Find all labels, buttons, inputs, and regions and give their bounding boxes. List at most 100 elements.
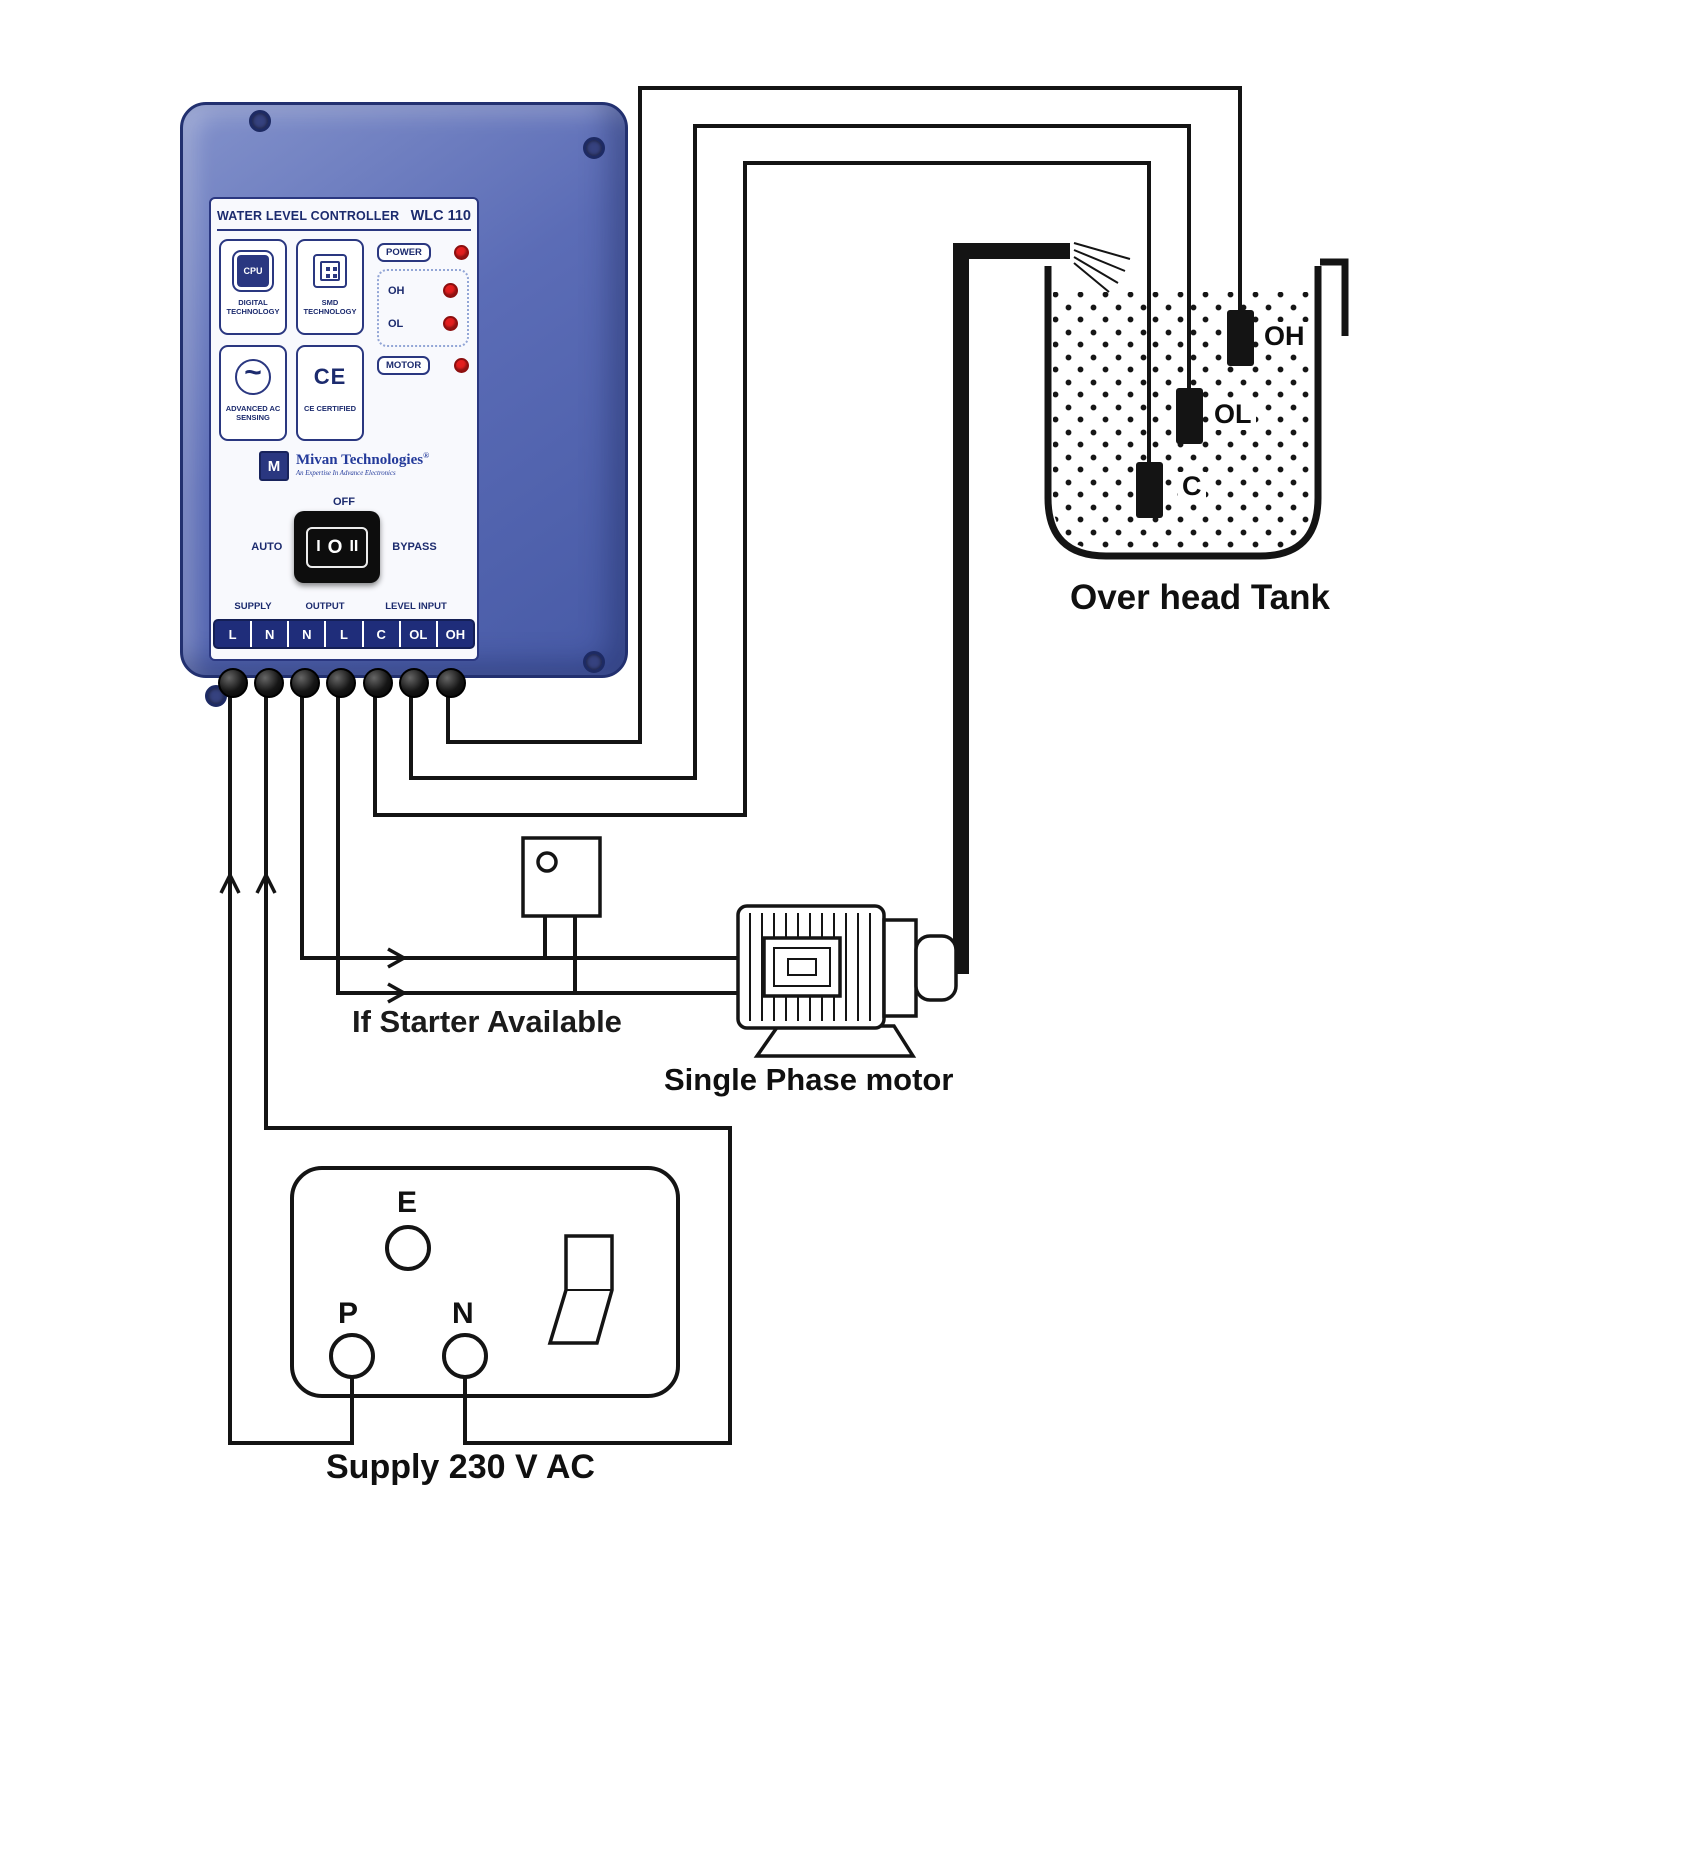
- supply-caption: Supply 230 V AC: [326, 1448, 595, 1486]
- c-wire: [373, 161, 1151, 817]
- bypass-label: BYPASS: [392, 541, 437, 553]
- starter-body: [521, 836, 602, 918]
- switch-off-label: OFF: [333, 496, 355, 508]
- mount-screw-icon: [583, 137, 605, 159]
- oh-led-icon: [443, 283, 458, 298]
- output-wires: [300, 678, 742, 995]
- ce-mark-icon: CE: [313, 364, 347, 389]
- panel-header: WATER LEVEL CONTROLLER WLC 110: [217, 202, 471, 231]
- mode-switch-row: AUTO I O II BYPASS: [211, 511, 477, 583]
- power-label: POWER: [377, 243, 431, 262]
- arrow-up-icon: [219, 871, 241, 894]
- feature-ac-sensing: ~ ADVANCED AC SENSING: [219, 345, 287, 441]
- arrow-right-icon: [387, 982, 408, 1004]
- group-level-label: LEVEL INPUT: [385, 601, 447, 612]
- level-sensor-wires: [373, 86, 1242, 817]
- overhead-tank: [1044, 258, 1349, 560]
- socket-body: [290, 1166, 680, 1398]
- oh-wire: [446, 86, 1242, 744]
- motor-led-row: MOTOR: [377, 356, 469, 375]
- terminal-label: C: [361, 621, 399, 647]
- terminal-post-out-n: [290, 668, 320, 698]
- supply-l-wire: [228, 678, 354, 1445]
- sensor-c: [1136, 462, 1163, 518]
- terminal-post-l: [218, 668, 248, 698]
- feature-digital: CPU DIGITAL TECHNOLOGY: [219, 239, 287, 335]
- terminal-label: N: [250, 621, 287, 647]
- tank-lip: [1320, 258, 1349, 336]
- starter-button: [536, 851, 558, 873]
- ol-led-icon: [443, 316, 458, 331]
- sine-wave-icon: ~: [235, 358, 271, 395]
- sensor-ol: [1176, 388, 1203, 444]
- pin-e-label: E: [397, 1186, 418, 1219]
- arrow-right-icon: [387, 947, 408, 969]
- terminal-post-c: [363, 668, 393, 698]
- tank-caption: Over head Tank: [1069, 578, 1330, 617]
- brand-tagline: An Expertise In Advance Electronics: [295, 470, 396, 477]
- brand-row: M Mivan Technologies® An Expertise In Ad…: [211, 451, 477, 481]
- supply-wires: [228, 678, 732, 1445]
- water-level-controller: WATER LEVEL CONTROLLER WLC 110 CPU DIGIT…: [180, 102, 628, 707]
- motor-led-icon: [454, 358, 469, 373]
- single-phase-motor: [736, 904, 958, 1058]
- power-socket: [290, 1166, 680, 1398]
- feature-badges: CPU DIGITAL TECHNOLOGY SMD TECHNOLOGY ~ …: [219, 239, 364, 441]
- group-output-label: OUTPUT: [305, 601, 345, 612]
- flow-arrows: [219, 871, 408, 1004]
- motor-shaft-housing: [914, 934, 958, 1002]
- device-title: WATER LEVEL CONTROLLER: [217, 208, 400, 223]
- sensor-oh: [1227, 310, 1254, 366]
- sensor-ol-label: OL: [1210, 399, 1256, 430]
- front-panel: WATER LEVEL CONTROLLER WLC 110 CPU DIGIT…: [209, 197, 479, 661]
- terminal-post-oh: [436, 668, 466, 698]
- mount-screw-icon: [583, 651, 605, 673]
- sensor-oh-label: OH: [1260, 321, 1309, 352]
- terminal-label: OL: [398, 621, 436, 647]
- pin-n-label: N: [452, 1297, 474, 1330]
- socket-pin-n: [442, 1333, 488, 1379]
- terminal-post-ol: [399, 668, 429, 698]
- oh-led-row: OH: [385, 283, 461, 298]
- smd-chip-icon: [313, 254, 347, 288]
- output-n-wire: [300, 678, 742, 960]
- mode-rocker-switch: I O II: [294, 511, 381, 583]
- motor-caption: Single Phase motor: [664, 1062, 954, 1097]
- output-l-wire: [336, 678, 742, 995]
- sensor-c-label: C: [1178, 471, 1206, 502]
- device-model: WLC 110: [410, 207, 471, 224]
- brand-name: Mivan Technologies®: [295, 451, 430, 468]
- motor-end-step: [882, 918, 918, 1018]
- motor-plate: [762, 936, 842, 998]
- motor-label: MOTOR: [377, 356, 431, 375]
- socket-pin-p: [329, 1333, 375, 1379]
- starter-box: [521, 836, 602, 918]
- motor-base: [753, 1024, 917, 1058]
- tank-body: [1044, 266, 1322, 560]
- group-supply-label: SUPPLY: [234, 601, 272, 612]
- ol-led-row: OL: [385, 316, 461, 331]
- terminal-label: L: [324, 621, 361, 647]
- cpu-chip-icon: CPU: [237, 255, 269, 287]
- power-led-row: POWER: [377, 243, 469, 262]
- feature-smd: SMD TECHNOLOGY: [296, 239, 364, 335]
- starter-caption: If Starter Available: [352, 1004, 622, 1039]
- terminal-label: OH: [435, 621, 473, 647]
- supply-n-wire: [264, 678, 732, 1445]
- arrow-up-icon: [255, 871, 277, 894]
- mount-screw-icon: [249, 110, 271, 132]
- terminal-post-n: [254, 668, 284, 698]
- led-panel: POWER OH OL MOTOR: [377, 243, 469, 375]
- pin-p-label: P: [338, 1297, 359, 1330]
- terminal-strip: L N N L C OL OH: [213, 619, 475, 649]
- ol-wire: [409, 124, 1191, 780]
- terminal-label: L: [228, 626, 237, 642]
- power-led-icon: [454, 245, 469, 260]
- socket-pin-e: [385, 1225, 431, 1271]
- brand-logo: M: [258, 451, 289, 481]
- level-led-box: OH OL: [377, 269, 469, 347]
- terminal-label: N: [287, 621, 324, 647]
- auto-label: AUTO: [251, 541, 283, 553]
